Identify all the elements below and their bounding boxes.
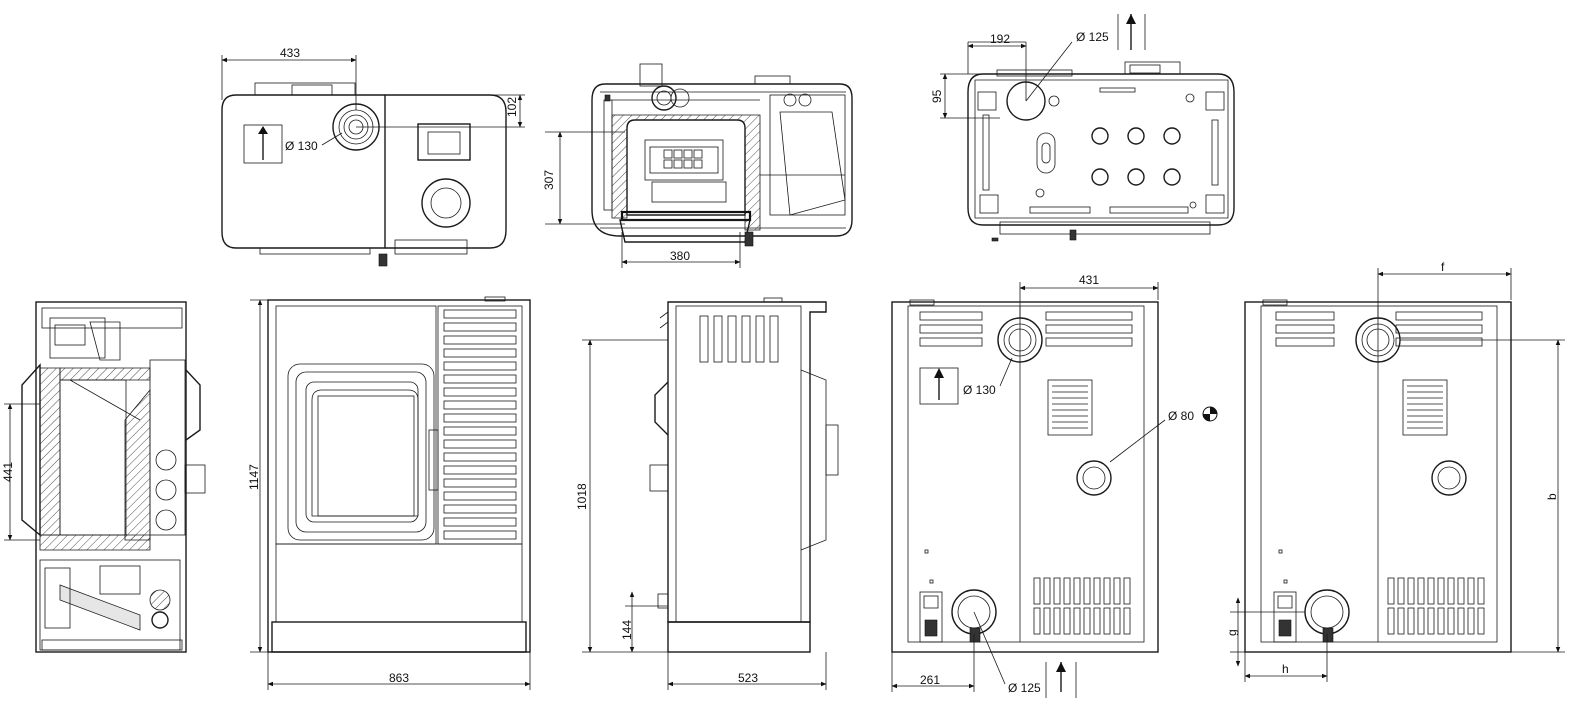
front-view xyxy=(250,296,531,690)
side-low-label: 144 xyxy=(620,620,634,640)
var-h-label: h xyxy=(1282,662,1289,676)
side-height-label: 1018 xyxy=(575,483,589,510)
var-g-label: g xyxy=(1225,629,1239,636)
side-section-view xyxy=(4,301,206,653)
rear-top-offset-label: 192 xyxy=(990,32,1010,46)
rear-top-view xyxy=(940,14,1235,242)
front-height-label: 1147 xyxy=(247,464,261,490)
rear-view xyxy=(891,282,1218,698)
rear-offset-label: 261 xyxy=(920,673,940,687)
horizontal-section-view xyxy=(545,63,853,268)
rear-air-label: Ø 80 xyxy=(1168,409,1194,423)
front-width-label: 863 xyxy=(389,671,409,685)
rear-top-depth-label: 95 xyxy=(930,89,944,103)
rear-flue-label: Ø 130 xyxy=(963,383,996,397)
top-view-flue-label: Ø 130 xyxy=(285,139,318,153)
section-height-label: 307 xyxy=(542,170,556,190)
var-f-label: f xyxy=(1441,260,1445,274)
var-b-label: b xyxy=(1545,493,1559,500)
side-width-label: 523 xyxy=(738,671,758,685)
top-view-depth-label: 102 xyxy=(505,97,519,117)
rear-low-diam-label: Ø 125 xyxy=(1008,681,1041,695)
rear-view-variables xyxy=(1230,268,1565,682)
side-view xyxy=(582,297,839,690)
side-section-height-label: 441 xyxy=(1,462,15,482)
top-view xyxy=(221,55,525,267)
section-width-label: 380 xyxy=(670,249,690,263)
top-view-width-label: 433 xyxy=(280,46,300,60)
rear-top-diam-label: Ø 125 xyxy=(1076,30,1109,44)
rear-width-label: 431 xyxy=(1079,273,1099,287)
